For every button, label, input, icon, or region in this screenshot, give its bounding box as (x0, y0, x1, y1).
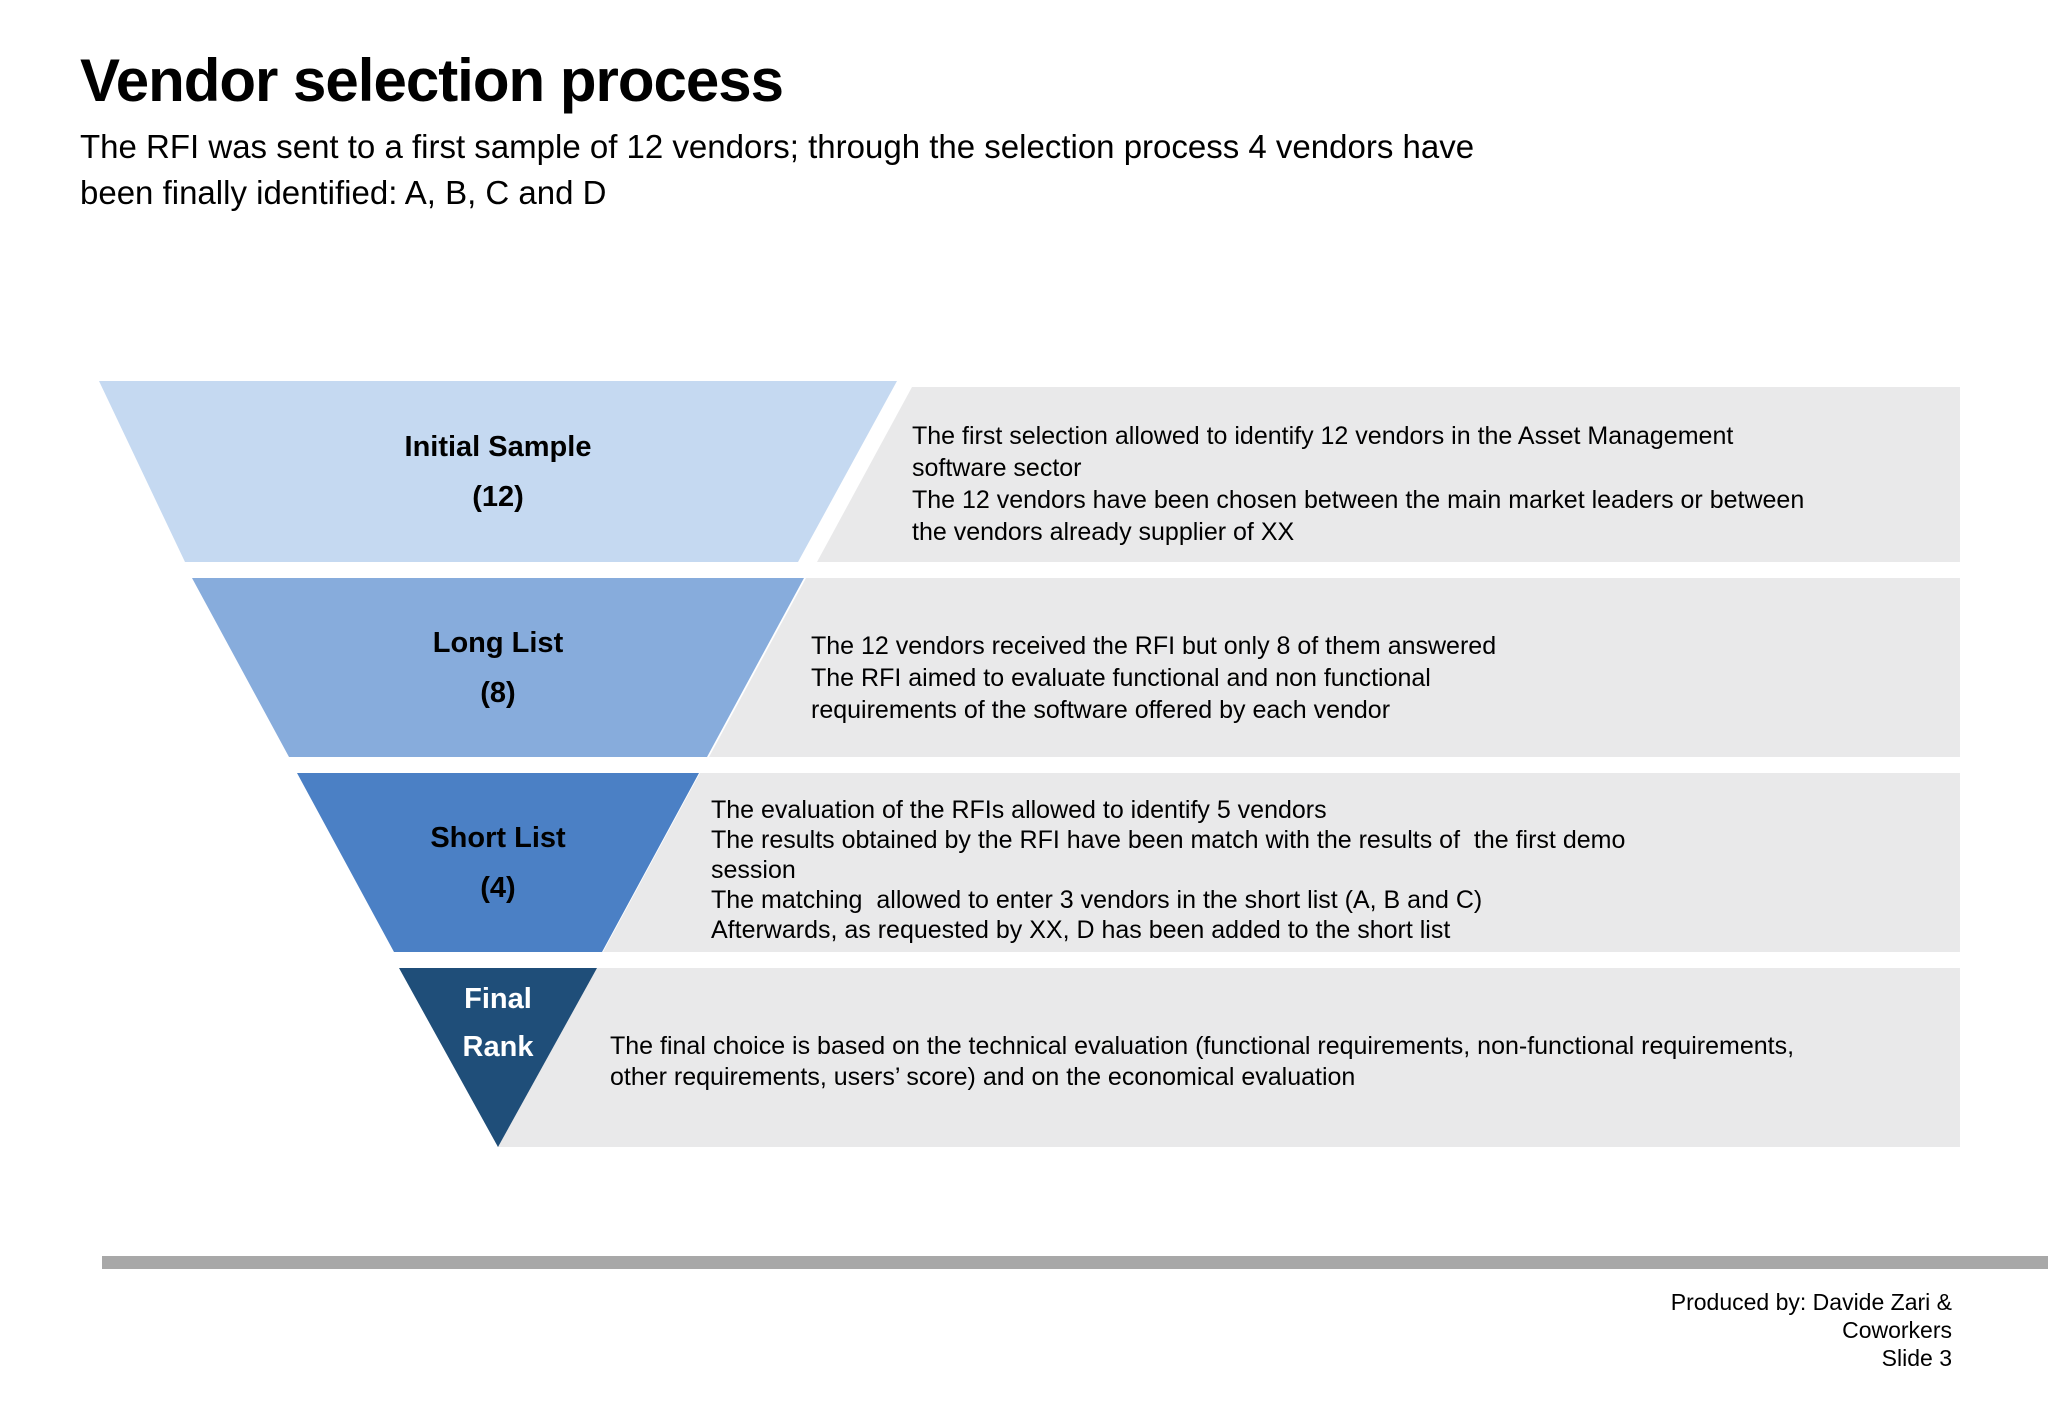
text-line: session (711, 856, 796, 884)
text-line: the vendors already supplier of XX (912, 518, 1295, 546)
text-line: software sector (912, 454, 1082, 482)
stage-2-label: Long List (432, 626, 564, 659)
stage-1-label: Initial Sample (404, 430, 592, 463)
footer-divider-bar (102, 1256, 2048, 1269)
stage-4-label-line2: Rank (462, 1031, 534, 1063)
funnel-stage-4-label-group: Final Rank (399, 968, 597, 1108)
funnel-stage-1-shape (99, 381, 897, 562)
footer-line: Produced by: Davide Zari & (1670, 1289, 1952, 1315)
funnel-stage-2-shape (192, 578, 804, 757)
text-line: The 12 vendors have been chosen between … (912, 486, 1805, 514)
description-block-3-shape (603, 773, 1960, 952)
text-line: The evaluation of the RFIs allowed to id… (711, 796, 1327, 824)
text-line: The first selection allowed to identify … (912, 422, 1734, 450)
funnel-stage-3-shape (297, 773, 699, 952)
funnel-stage-2-label-group: Long List (8) (192, 578, 804, 757)
funnel-stage-1-label-group: Initial Sample (12) (99, 381, 897, 562)
subtitle-line: been finally identified: A, B, C and D (80, 174, 607, 211)
footer-line: Coworkers (1842, 1317, 1952, 1343)
stage-3-label: Short List (430, 821, 566, 854)
description-block-4-shape (497, 968, 1960, 1147)
slide-subtitle: The RFI was sent to a first sample of 12… (80, 124, 1474, 216)
text-line: The RFI aimed to evaluate functional and… (811, 664, 1431, 692)
footer-line: Slide 3 (1881, 1345, 1952, 1371)
stage-4-label-line1: Final (464, 983, 532, 1015)
description-block-4-text: The final choice is based on the technic… (610, 1031, 1794, 1093)
text-line: The results obtained by the RFI have bee… (711, 826, 1626, 854)
description-block-3-text: The evaluation of the RFIs allowed to id… (711, 795, 1625, 945)
description-block-2-shape (709, 578, 1960, 757)
page-title: Vendor selection process (80, 47, 784, 114)
description-block-2-text: The 12 vendors received the RFI but only… (811, 630, 1496, 726)
description-block-1-shape (817, 387, 1960, 562)
text-line: The 12 vendors received the RFI but only… (811, 632, 1497, 660)
stage-1-count: (12) (472, 480, 524, 513)
footer-credits: Produced by: Davide Zari & Coworkers Sli… (1671, 1288, 1952, 1372)
description-block-1-text: The first selection allowed to identify … (912, 420, 1804, 548)
text-line: other requirements, users’ score) and on… (610, 1063, 1356, 1091)
stage-3-count: (4) (480, 871, 516, 904)
text-line: Afterwards, as requested by XX, D has be… (711, 916, 1451, 944)
subtitle-line: The RFI was sent to a first sample of 12… (80, 128, 1475, 165)
text-line: requirements of the software offered by … (811, 696, 1391, 724)
stage-2-count: (8) (480, 676, 516, 709)
text-line: The matching allowed to enter 3 vendors … (711, 886, 1483, 914)
funnel-stage-3-label-group: Short List (4) (297, 773, 699, 952)
text-line: The final choice is based on the technic… (610, 1032, 1795, 1060)
funnel-stage-4-shape (399, 968, 597, 1147)
